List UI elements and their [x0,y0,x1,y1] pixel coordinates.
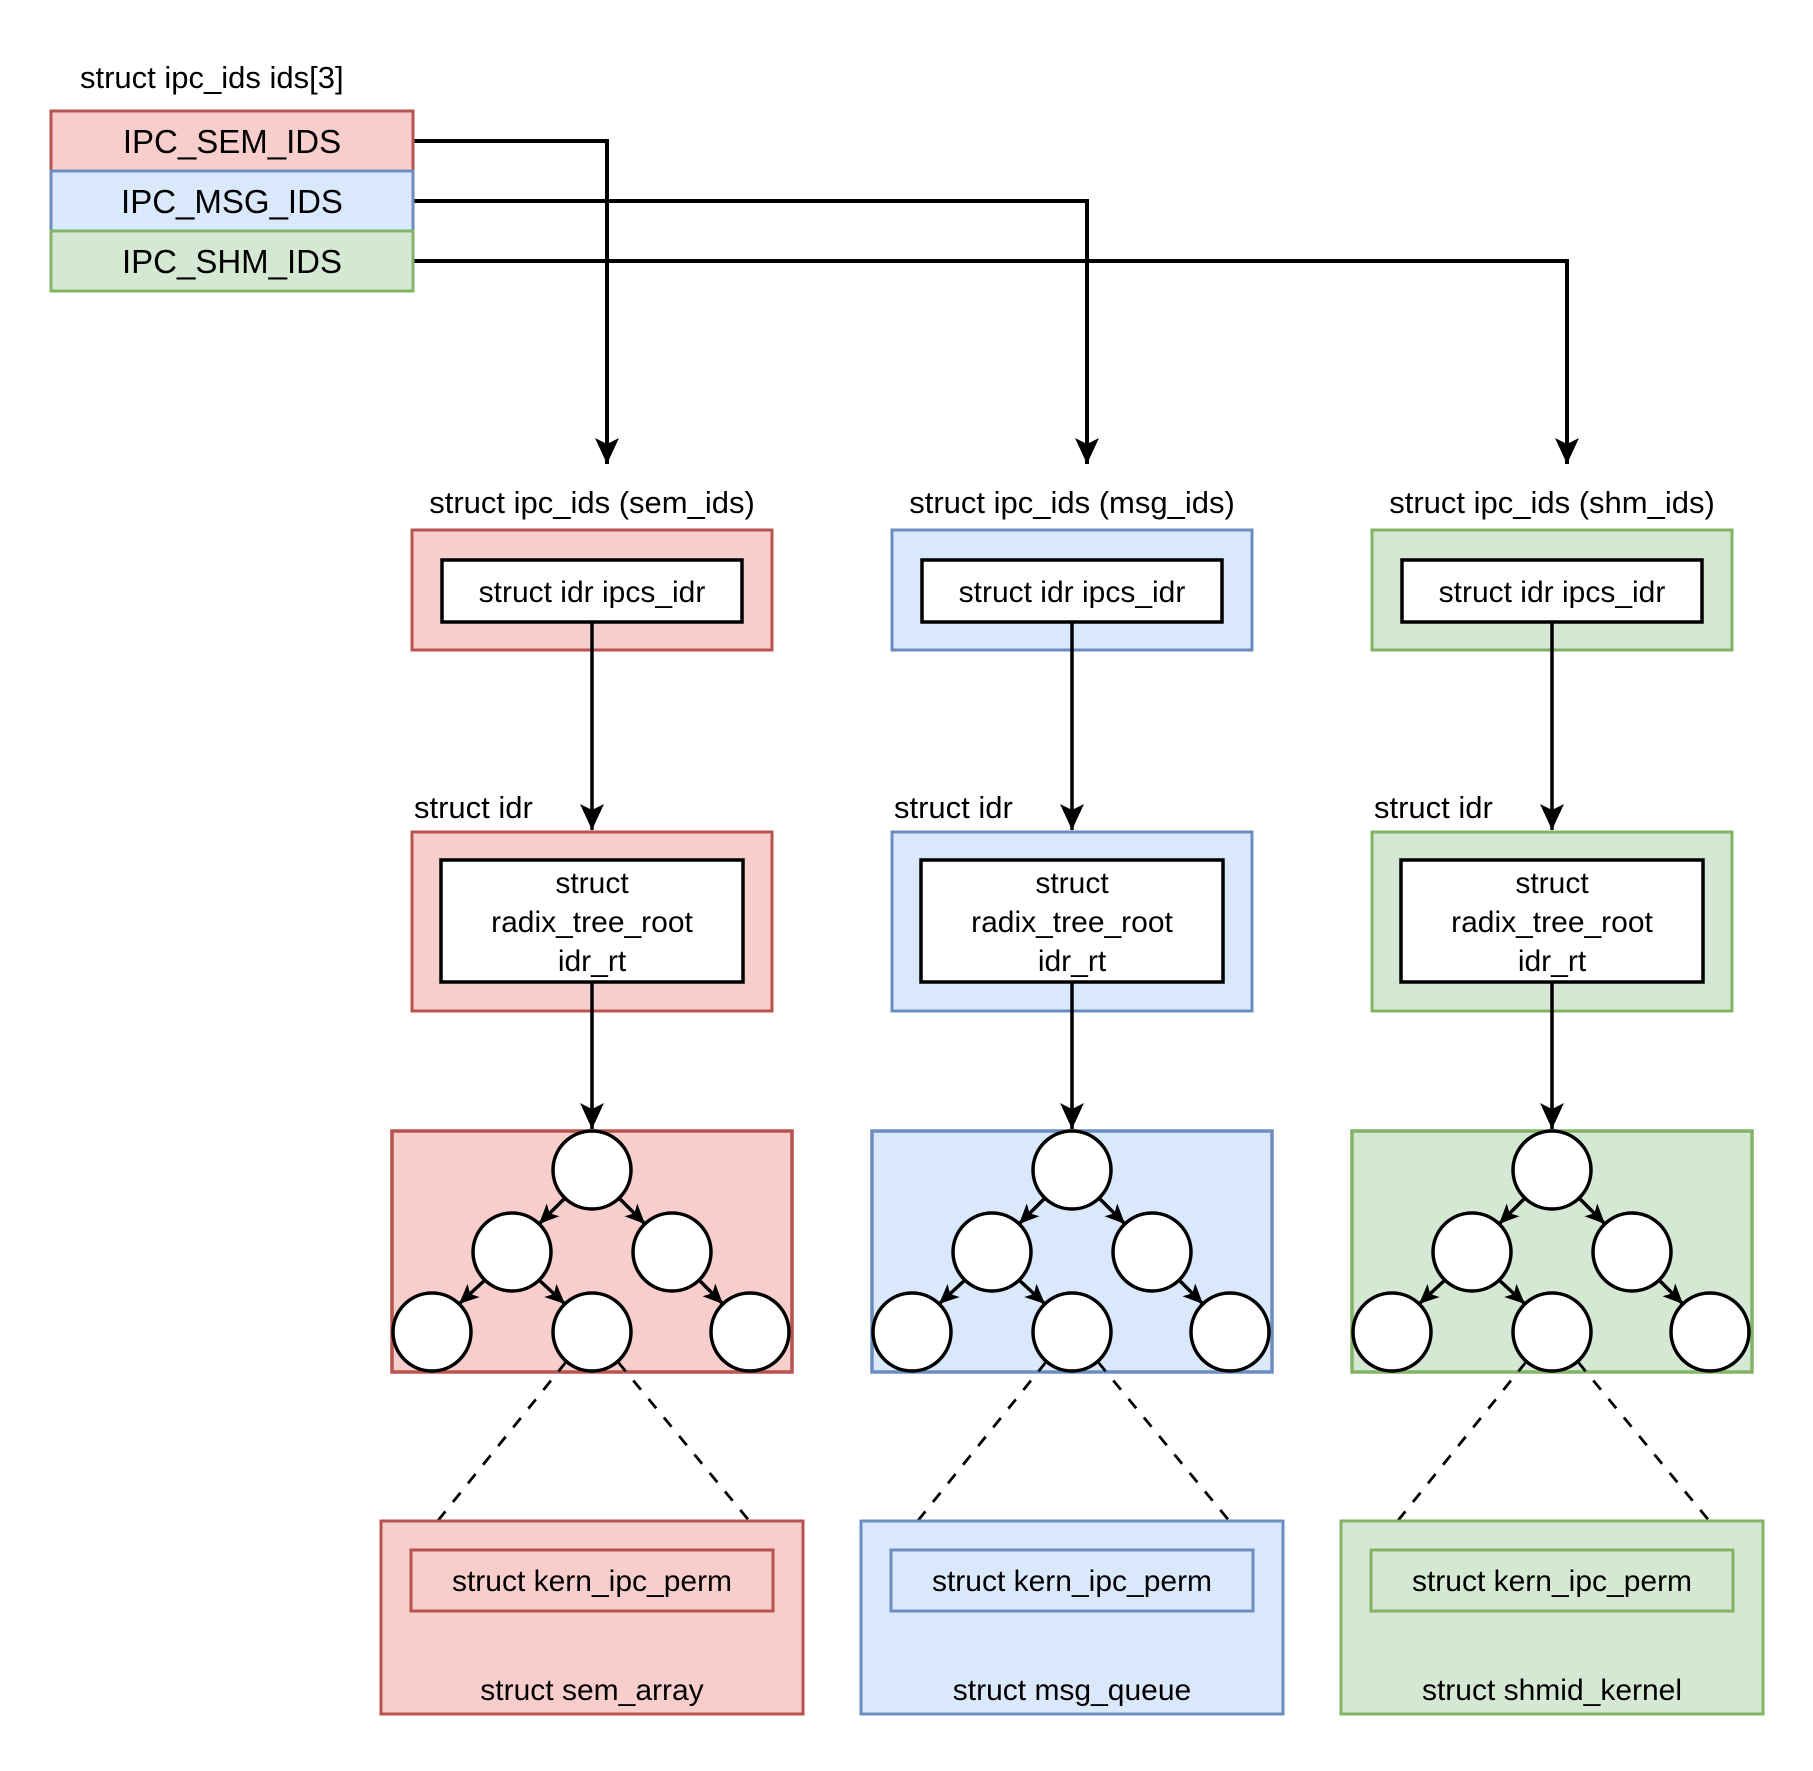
sem-array-label: struct sem_array [480,1674,703,1707]
tree-node [551,1291,633,1373]
kern-ipc-perm-box-msg [889,1548,1255,1613]
tree-edge [617,1196,647,1226]
tree-edge [1657,1278,1685,1306]
tree-node [1431,1211,1513,1293]
ipcs-idr-label-msg: struct idr ipcs_idr [959,576,1186,609]
ids-array-row-msg-label: IPC_MSG_IDS [121,183,343,220]
ipcs-idr-box-shm [1400,558,1704,624]
ids-array-row-msg [49,169,415,233]
radix-tree-msg [871,1129,1271,1550]
ipc-ids-header-msg: struct ipc_ids (msg_ids) [909,485,1235,520]
tree-edge [1497,1278,1527,1306]
ids-array-row-shm [49,229,415,293]
tree-edge [937,1278,967,1306]
radix-line-1-msg: struct [1035,867,1109,900]
pointer-arrow-msg [413,199,1099,464]
tree-edge [457,1278,487,1306]
ids-array-row-shm-label: IPC_SHM_IDS [122,243,342,280]
ipcs-idr-label-shm: struct idr ipcs_idr [1439,576,1666,609]
tree-node-root [1031,1129,1113,1211]
tree-edge [697,1278,725,1306]
radix-tree-shm [1351,1129,1751,1550]
radix-line-3-sem: idr_rt [558,945,627,978]
tree-edge [1017,1278,1047,1306]
radix-line-2-msg: radix_tree_root [971,906,1173,939]
tree-node [709,1291,791,1373]
dashed-link-left [413,1361,568,1550]
tree-node [1669,1291,1751,1373]
tree-node [631,1211,713,1293]
tree-node [1031,1291,1113,1373]
dashed-link-left [893,1361,1048,1550]
radix-line-3-shm: idr_rt [1518,945,1587,978]
tree-node [1511,1291,1593,1373]
dashed-link-right [1576,1361,1732,1547]
radix-line-1-sem: struct [555,867,629,900]
shmid-kernel-label: struct shmid_kernel [1422,1674,1682,1707]
radix-line-2-sem: radix_tree_root [491,906,693,939]
tree-node [1591,1211,1673,1293]
tree-edge [537,1278,567,1306]
ids-array-row-sem-label: IPC_SEM_IDS [123,123,341,160]
tree-edge [537,1196,567,1226]
tree-node-root [1511,1129,1593,1211]
tree-node [871,1291,953,1373]
tree-node [1351,1291,1433,1373]
idr-label-sem: struct idr [414,790,533,825]
kern-ipc-perm-label-sem: struct kern_ipc_perm [452,1565,732,1598]
tree-edge [1177,1278,1205,1306]
tree-node [1189,1291,1271,1373]
radix-line-2-shm: radix_tree_root [1451,906,1653,939]
tree-edge [1417,1278,1447,1306]
tree-edge [1497,1196,1527,1226]
radix-line-3-msg: idr_rt [1038,945,1107,978]
ids-array-title: struct ipc_ids ids[3] [80,60,344,95]
ipc-ids-header-shm: struct ipc_ids (shm_ids) [1389,485,1715,520]
pointer-arrow-sem [413,139,619,464]
tree-node [471,1211,553,1293]
kern-ipc-perm-box-sem [409,1548,775,1613]
tree-node [391,1291,473,1373]
tree-edge [1097,1196,1127,1226]
ipcs-idr-box-msg [920,558,1224,624]
radix-line-1-shm: struct [1515,867,1589,900]
radix-tree-root-box-shm [1399,858,1705,984]
tree-node [951,1211,1033,1293]
dashed-link-left [1373,1361,1528,1550]
ids-array-row-sem [49,109,415,173]
radix-tree-sem [391,1129,791,1550]
kern-ipc-perm-label-msg: struct kern_ipc_perm [932,1565,1212,1598]
idr-label-shm: struct idr [1374,790,1493,825]
kern-ipc-perm-box-shm [1369,1548,1735,1613]
tree-edge [1017,1196,1047,1226]
ipcs-idr-label-sem: struct idr ipcs_idr [479,576,706,609]
dashed-link-right [1096,1361,1252,1547]
radix-tree-root-box-sem [439,858,745,984]
tree-node-root [551,1129,633,1211]
tree-edge [1577,1196,1607,1226]
pointer-arrow-shm [413,259,1579,464]
kern-ipc-perm-label-shm: struct kern_ipc_perm [1412,1565,1692,1598]
msg-queue-label: struct msg_queue [953,1674,1191,1707]
ipc-ids-header-sem: struct ipc_ids (sem_ids) [429,485,755,520]
dashed-link-right [616,1361,772,1547]
tree-node [1111,1211,1193,1293]
idr-label-msg: struct idr [894,790,1013,825]
